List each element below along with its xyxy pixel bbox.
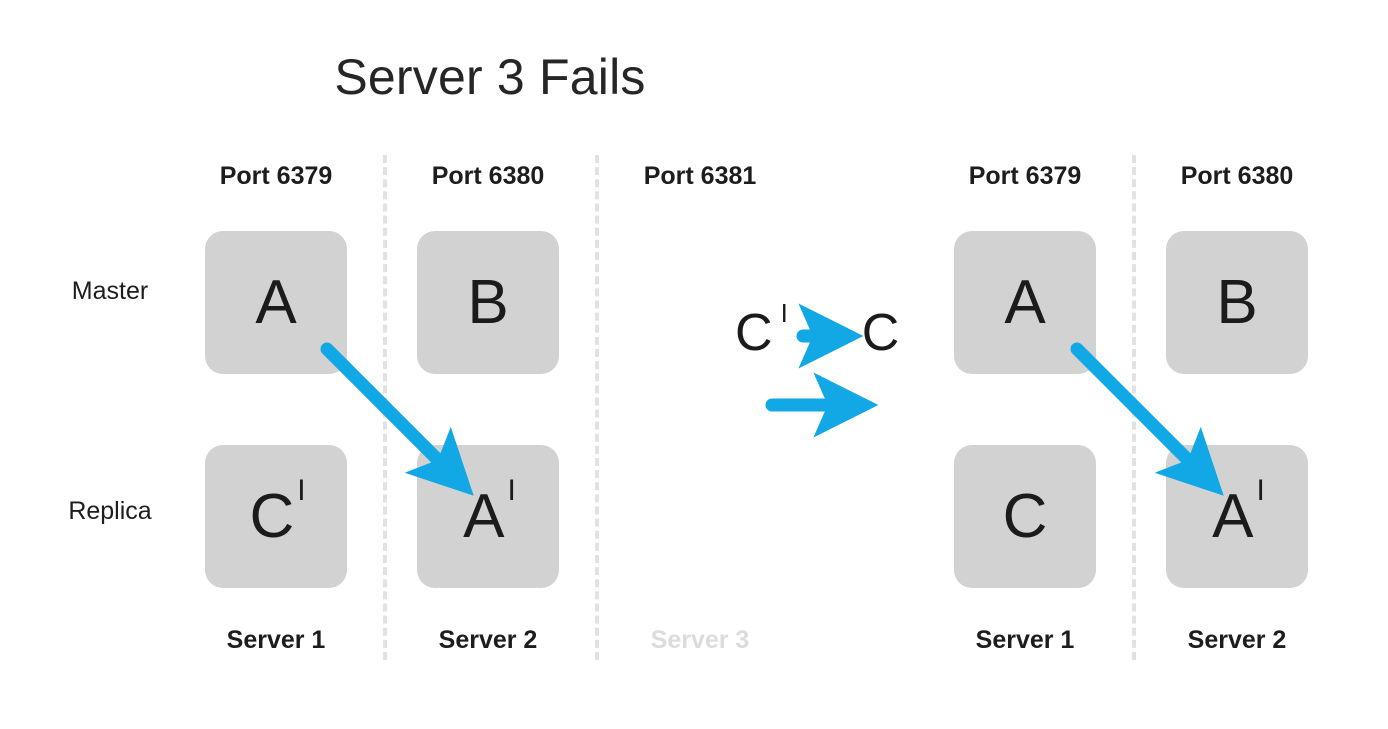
- node-left-replica-server2[interactable]: A I: [417, 445, 559, 588]
- divider-right-1: [1132, 155, 1136, 660]
- transition-to-letter: C: [861, 304, 900, 362]
- node-left-master-server1[interactable]: A: [205, 231, 347, 374]
- node-letter: C: [249, 481, 295, 551]
- server-label-left-3: Server 3: [650, 626, 750, 654]
- port-label-left-1: Port 6379: [219, 162, 333, 190]
- row-label-replica: Replica: [68, 497, 152, 525]
- page-title: Server 3 Fails: [334, 49, 646, 105]
- node-prime: I: [1256, 473, 1265, 507]
- row-label-master: Master: [71, 277, 149, 305]
- node-letter: A: [255, 267, 297, 337]
- transition-annotation: C I C: [735, 298, 900, 363]
- node-right-master-server1[interactable]: A: [954, 231, 1096, 374]
- port-label-left-3: Port 6381: [643, 162, 757, 190]
- port-label-right-2: Port 6380: [1180, 162, 1294, 190]
- server-label-right-2: Server 2: [1187, 626, 1287, 654]
- transition-from-prime: I: [780, 297, 788, 328]
- divider-left-1: [383, 155, 387, 660]
- divider-left-2: [595, 155, 599, 660]
- node-letter: A: [1212, 481, 1254, 551]
- port-label-left-2: Port 6380: [431, 162, 545, 190]
- node-letter: C: [1002, 481, 1048, 551]
- server-label-right-1: Server 1: [975, 626, 1075, 654]
- node-left-master-server2[interactable]: B: [417, 231, 559, 374]
- server-label-left-1: Server 1: [226, 626, 326, 654]
- node-left-replica-server1[interactable]: C I: [205, 445, 347, 588]
- node-letter: A: [1004, 267, 1046, 337]
- node-letter: B: [467, 267, 509, 337]
- node-letter: B: [1216, 267, 1258, 337]
- node-right-replica-server1[interactable]: C: [954, 445, 1096, 588]
- transition-from-letter: C: [735, 304, 773, 362]
- node-prime: I: [507, 473, 516, 507]
- node-right-master-server2[interactable]: B: [1166, 231, 1308, 374]
- node-letter: A: [463, 481, 505, 551]
- node-prime: I: [297, 473, 306, 507]
- port-label-right-1: Port 6379: [968, 162, 1082, 190]
- server-label-left-2: Server 2: [438, 626, 538, 654]
- node-right-replica-server2[interactable]: A I: [1166, 445, 1308, 588]
